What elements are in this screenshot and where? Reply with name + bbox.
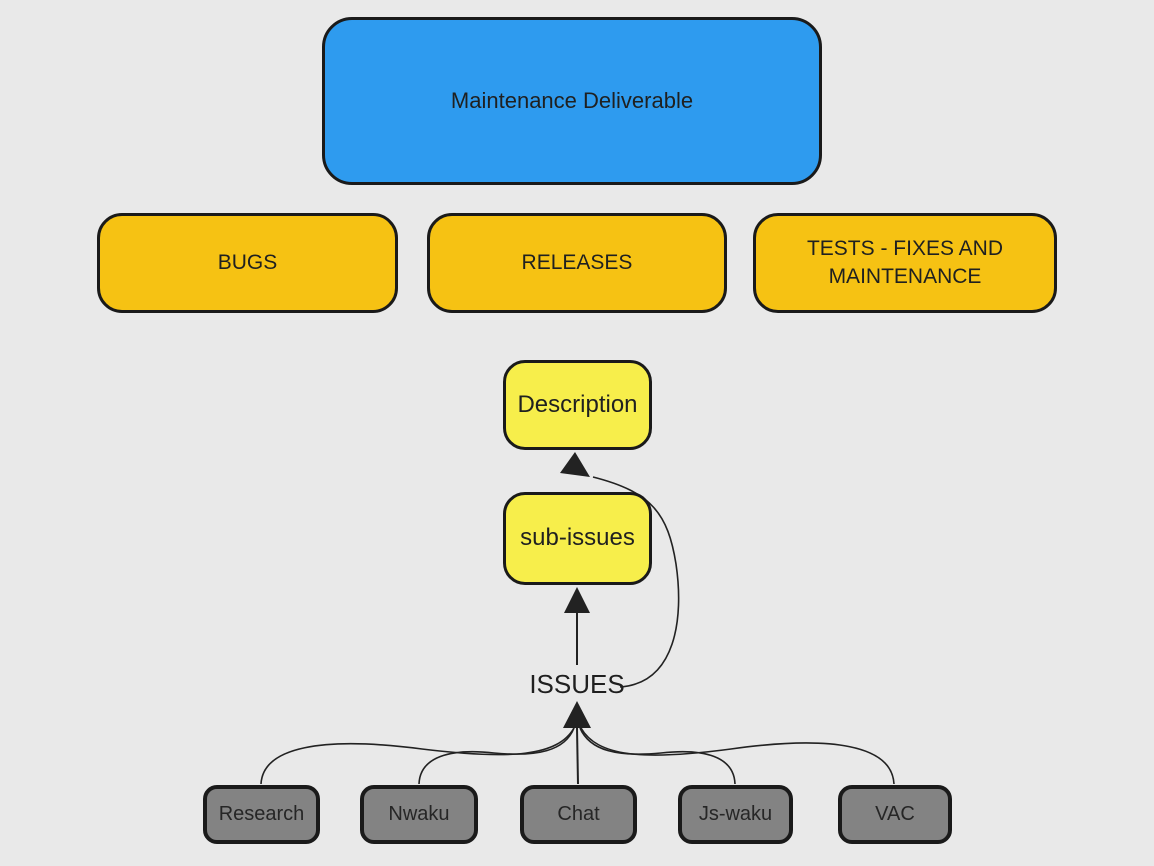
edge-vac-issues bbox=[580, 727, 895, 785]
arrowhead-subissues bbox=[564, 587, 590, 613]
node-research-label: Research bbox=[218, 803, 305, 825]
node-nwaku-label: Nwaku bbox=[388, 803, 450, 825]
node-description[interactable]: Description bbox=[503, 360, 652, 450]
node-chat-label: Chat bbox=[557, 803, 600, 825]
node-js-waku[interactable]: Js-waku bbox=[678, 785, 793, 844]
node-maintenance-deliverable-label: Maintenance Deliverable bbox=[450, 88, 694, 114]
node-issues[interactable]: ISSUES bbox=[507, 669, 647, 700]
node-research[interactable]: Research bbox=[203, 785, 320, 844]
node-tests-fixes-maintenance-label: TESTS - FIXES AND MAINTENANCE bbox=[806, 236, 1004, 288]
node-vac[interactable]: VAC bbox=[838, 785, 952, 844]
node-releases-label: RELEASES bbox=[521, 250, 633, 274]
edge-nwaku-issues bbox=[418, 727, 575, 785]
edge-research-issues bbox=[260, 727, 575, 785]
node-description-label: Description bbox=[517, 390, 638, 418]
node-maintenance-deliverable[interactable]: Maintenance Deliverable bbox=[322, 17, 822, 185]
node-vac-label: VAC bbox=[875, 803, 915, 825]
node-bugs-label: BUGS bbox=[217, 250, 278, 274]
node-sub-issues[interactable]: sub-issues bbox=[503, 492, 652, 585]
arrowhead-issues bbox=[563, 701, 591, 728]
node-nwaku[interactable]: Nwaku bbox=[360, 785, 478, 844]
node-sub-issues-label: sub-issues bbox=[520, 524, 635, 552]
node-releases[interactable]: RELEASES bbox=[427, 213, 727, 313]
node-chat[interactable]: Chat bbox=[520, 785, 637, 844]
node-bugs[interactable]: BUGS bbox=[97, 213, 398, 313]
arrowhead-description bbox=[560, 452, 590, 477]
node-js-waku-label: Js-waku bbox=[698, 803, 773, 825]
edge-chat-issues bbox=[576, 727, 579, 785]
node-issues-label: ISSUES bbox=[529, 669, 625, 699]
edge-jswaku-issues bbox=[579, 727, 736, 785]
node-tests-fixes-maintenance[interactable]: TESTS - FIXES AND MAINTENANCE bbox=[753, 213, 1057, 313]
